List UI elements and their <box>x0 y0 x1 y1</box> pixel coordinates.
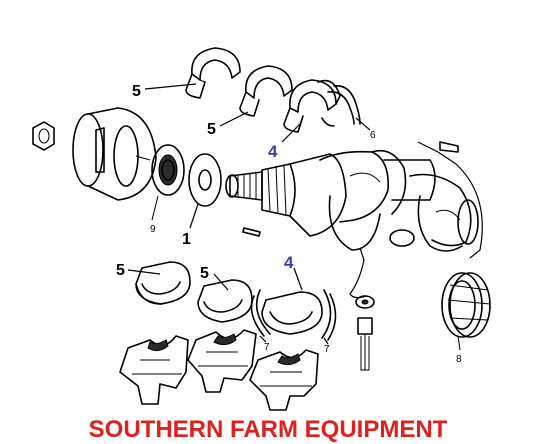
footer-brand-text: SOUTHERN FARM EQUIPMENT <box>89 416 448 443</box>
callout-8: 8 <box>456 354 462 365</box>
lower-thrust-bearing-shell <box>261 291 323 335</box>
lower-bearing-shell-2 <box>197 279 253 323</box>
callout-1: 1 <box>182 231 191 248</box>
woodruff-key <box>242 227 261 237</box>
callout-5-upper-middle: 5 <box>207 121 216 138</box>
main-bearing-cap-3 <box>249 349 319 411</box>
callout-6: 6 <box>370 130 376 141</box>
upper-thrust-bearing-shell <box>283 79 341 133</box>
main-bearing-cap-2 <box>187 329 257 393</box>
flywheel-bolt <box>357 317 373 371</box>
rear-oil-seal <box>441 272 491 351</box>
lower-thrust-washers <box>250 289 337 341</box>
front-oil-seal <box>151 144 185 221</box>
crankshaft-nut <box>32 121 55 151</box>
thrust-washer-front <box>188 153 222 207</box>
callout-4-upper: 4 <box>268 142 278 161</box>
crankshaft <box>225 141 483 299</box>
main-bearing-cap-1 <box>119 335 189 405</box>
callout-5-lower-middle: 5 <box>200 265 209 282</box>
callout-7-right: 7 <box>324 344 330 355</box>
callout-9: 9 <box>150 224 156 235</box>
callout-7-left: 7 <box>264 342 270 353</box>
upper-thrust-washer <box>327 85 361 125</box>
lower-bearing-shell-1 <box>135 261 191 305</box>
callout-5-upper-left: 5 <box>132 83 141 100</box>
flywheel-washer <box>355 295 375 309</box>
crankshaft-pulley-hub <box>72 107 157 201</box>
upper-bearing-shell-2 <box>239 65 293 117</box>
upper-bearing-shell-1 <box>185 47 241 99</box>
callout-5-lower-left: 5 <box>116 262 125 279</box>
callout-4-lower: 4 <box>284 253 294 272</box>
leader-lines <box>127 83 371 345</box>
